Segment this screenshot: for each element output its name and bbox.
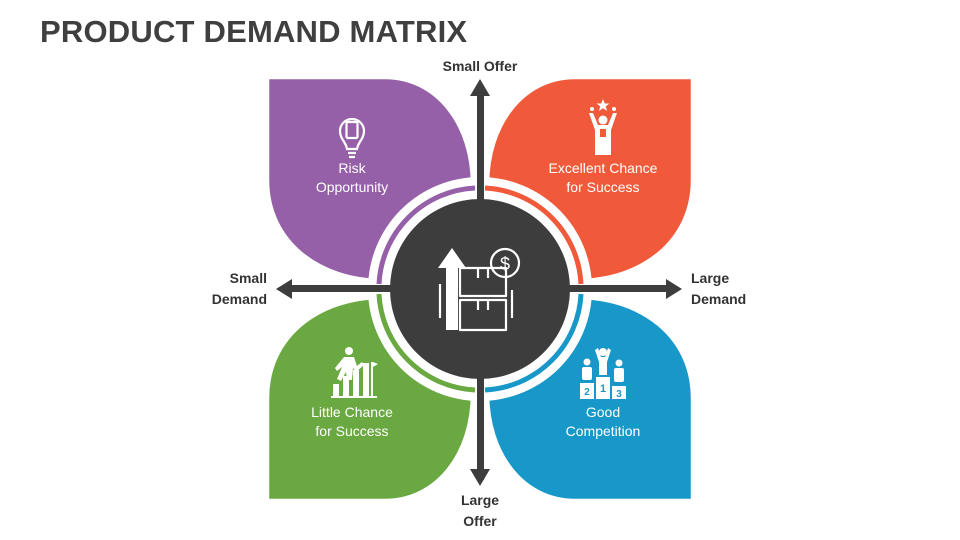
little-chance-label-line1: Little Chance xyxy=(311,404,393,420)
good-competition-arc xyxy=(484,293,584,393)
risk-opportunity-arc xyxy=(376,185,476,285)
arrow-left-head xyxy=(276,279,292,299)
winner-icon xyxy=(589,99,617,155)
risk-opportunity-label-line1: Risk xyxy=(338,160,366,176)
good-competition-label-line2: Competition xyxy=(566,423,641,439)
axis-label-right-line1: Large xyxy=(691,270,729,286)
little-chance-arc xyxy=(376,293,476,393)
axis-label-top: Small Offer xyxy=(443,58,518,74)
svg-text:3: 3 xyxy=(616,389,622,400)
arrow-up-head xyxy=(470,79,490,96)
lightbulb-icon xyxy=(338,117,366,159)
podium-icon: 1 2 3 xyxy=(580,348,626,400)
center-hub xyxy=(390,199,570,379)
axis-label-left-line2: Demand xyxy=(212,291,267,307)
product-box-growth-icon: $ xyxy=(438,247,521,332)
arrow-right-head xyxy=(666,279,682,299)
axis-label-right-line2: Demand xyxy=(691,291,746,307)
excellent-chance-arc xyxy=(484,185,584,285)
svg-text:2: 2 xyxy=(584,387,590,398)
svg-text:$: $ xyxy=(500,254,510,274)
climbing-steps-icon xyxy=(331,347,378,398)
excellent-chance-label-line2: for Success xyxy=(566,179,639,195)
risk-opportunity-label-line2: Opportunity xyxy=(316,179,388,195)
axis-label-bottom-line1: Large xyxy=(461,492,499,508)
page-title: PRODUCT DEMAND MATRIX xyxy=(40,14,468,49)
little-chance-label-line2: for Success xyxy=(315,423,388,439)
axis-label-bottom-line2: Offer xyxy=(463,513,497,529)
svg-text:1: 1 xyxy=(600,383,606,395)
excellent-chance-label-line1: Excellent Chance xyxy=(549,160,658,176)
axis-label-left-line1: Small xyxy=(230,270,267,286)
arrow-down-head xyxy=(470,469,490,486)
good-competition-label-line1: Good xyxy=(586,404,620,420)
